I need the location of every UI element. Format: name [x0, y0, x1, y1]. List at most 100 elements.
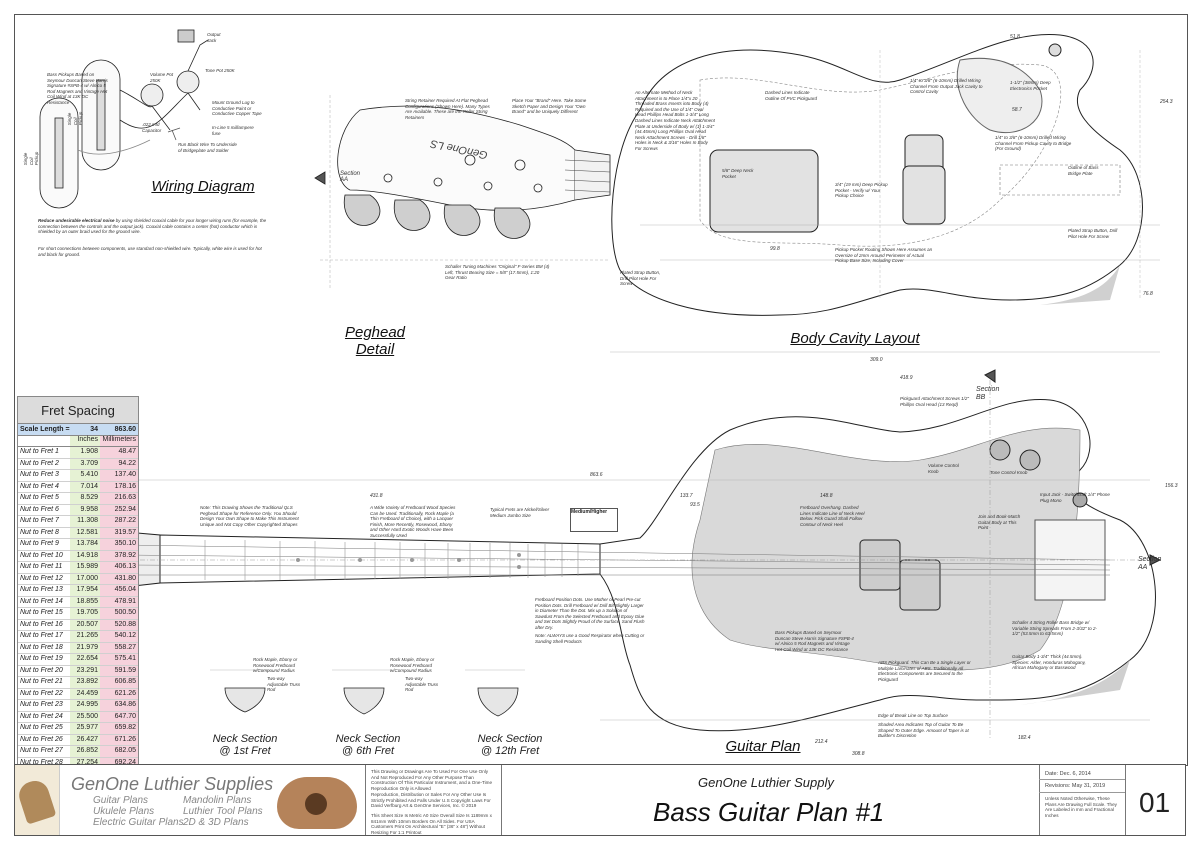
volume-pot-icon — [140, 83, 164, 107]
plan-pickguard-screws-note: Pickguard Attachment Screws 1/2" Phillip… — [900, 396, 969, 407]
neck-section-1st-line1: Neck Section — [212, 733, 278, 745]
dim-309: 309.0 — [870, 357, 883, 363]
plans-left-1: Guitar Plans — [93, 795, 149, 806]
logo-photo — [15, 765, 60, 835]
page-number: 01 — [1139, 787, 1171, 818]
fret-row-mm: 558.27 — [100, 642, 138, 653]
fret-row-inches: 9.958 — [70, 504, 100, 515]
plan-body-wood-note: Guitar Body 1-3/4" Thick (44.5mm). Speci… — [1012, 654, 1086, 670]
plan-maple2-note: Rock Maple, Ebony or Rosewood Fretboard … — [390, 657, 435, 673]
fret-row-mm: 621.26 — [100, 688, 138, 699]
fret-row-mm: 591.59 — [100, 665, 138, 676]
dim-308: 308.8 — [852, 751, 865, 757]
plan-schaller-note: Schaller 4 String Roller Bass Bridge w/ … — [1012, 620, 1097, 636]
fret-table-title: Fret Spacing — [18, 397, 138, 424]
fret-row-label: Nut to Fret 5 — [18, 493, 70, 504]
fret-row-mm: 647.70 — [100, 711, 138, 722]
plans-right-3: 2D & 3D Plans — [183, 817, 249, 828]
meta-rule-1 — [1039, 779, 1125, 780]
fret-row-inches: 17.000 — [70, 573, 100, 584]
plan-abs-note: ABS Pickguard. This Can Be a Single Laye… — [878, 660, 971, 682]
legal-3: This Sheet Size Is Metric A0 Size Overal… — [371, 813, 492, 835]
fret-row-mm: 540.12 — [100, 631, 138, 642]
peghead-title-line1: Peghead — [344, 324, 406, 341]
fret-row-inches: 23.291 — [70, 665, 100, 676]
legal-2: Reproduction, Distribution or Sales For … — [371, 792, 491, 809]
plan-revised: Revisions: May 31, 2019 — [1045, 783, 1106, 789]
wiring-short-note: For short connections between components… — [38, 246, 262, 257]
plan-section-bb-word: Section — [976, 386, 1000, 393]
wiring-noise-title: Reduce undesirable electrical noise — [38, 218, 115, 223]
tone-pot-icon — [176, 70, 200, 94]
plan-tone-note: Tone Control Knob — [990, 470, 1028, 475]
fret-row-label: Nut to Fret 23 — [18, 700, 70, 711]
plan-maple1-note: Rock Maple, Ebony or Rosewood Fretboard … — [253, 657, 298, 673]
wiring-noise-text: by using shielded coaxial cable for your… — [38, 218, 267, 234]
fret-row-inches: 22.654 — [70, 654, 100, 665]
fret-row-inches: 25.977 — [70, 723, 100, 734]
fret-row-inches: 11.308 — [70, 516, 100, 527]
fret-row-mm: 319.57 — [100, 527, 138, 538]
dim-182: 182.4 — [1018, 735, 1031, 741]
fret-row-label: Nut to Fret 13 — [18, 585, 70, 596]
fret-row-label: Nut to Fret 19 — [18, 654, 70, 665]
section-bb-arrow-icon — [984, 369, 996, 383]
fret-row-mm: 500.50 — [100, 608, 138, 619]
fret-row-inches: 24.459 — [70, 688, 100, 699]
neck-section-6th: Neck Section @ 6th Fret — [318, 733, 418, 757]
fret-row-mm: 682.05 — [100, 746, 138, 757]
body-strap2-note: Plated Strap Button, Drill Pilot Hole Fo… — [620, 270, 661, 286]
fret-scale-mm: 863.60 — [100, 424, 138, 435]
title-divider-2 — [501, 765, 502, 835]
fret-row-inches: 13.784 — [70, 539, 100, 550]
fret-row-inches: 20.507 — [70, 619, 100, 630]
neck-section-12th-line2: @ 12th Fret — [480, 745, 540, 757]
fret-row-inches: 21.265 — [70, 631, 100, 642]
body-routing-note: Pickup Pocket Routing Shown Here Assumes… — [835, 247, 933, 263]
fret-row-inches: 24.995 — [70, 700, 100, 711]
plan-date: Date: Dec. 6, 2014 — [1045, 771, 1091, 777]
fret-spacing-table: Fret Spacing Scale Length = 34 863.60 In… — [17, 396, 139, 782]
plan-fret-size-label: Medium/Higher — [571, 509, 608, 515]
output-jack-icon — [177, 29, 195, 43]
body-drilled-note: 1/4" to 3/8" (6-10mm) Drilled Wiring Cha… — [910, 78, 983, 94]
dim-133: 133.7 — [680, 493, 693, 499]
wiring-volume-note: Volume Pot 250K — [150, 72, 174, 83]
tone-knob-icon — [1019, 449, 1041, 471]
peghead-drawing — [314, 95, 611, 290]
volume-knob-icon — [989, 439, 1011, 461]
peghead-section-label: Section AA — [340, 171, 368, 183]
wiring-pickup-note: Bass Pickups Based on Seymour Duncan Ste… — [47, 72, 108, 105]
neck-section-12th-line1: Neck Section — [477, 733, 543, 745]
plan-truss1-note: Two-way Adjustable Truss Rod — [267, 676, 301, 692]
fret-row-mm: 48.47 — [100, 447, 138, 458]
supply-name: GenOne Luthier Supply — [698, 775, 834, 790]
neck-section-1st-line2: @ 1st Fret — [219, 745, 271, 757]
wiring-single-coil-label-2: Single Coil Pickup — [66, 111, 83, 126]
wiring-output-note: Output Jack — [207, 32, 221, 43]
body-pickup-pocket-note: 3/4" (19 mm) Deep Pickup Pocket - Verify… — [835, 182, 888, 198]
peghead-brand-note: Place Your "Brand" Here. Take Some Sketc… — [512, 98, 587, 114]
fret-row-inches: 17.954 — [70, 585, 100, 596]
fret-row-inches: 12.581 — [70, 527, 100, 538]
section-arrow-icon — [314, 171, 326, 185]
body-drilled2-note: 1/4" to 3/8" (6-10mm) Drilled Wiring Cha… — [995, 135, 1072, 151]
fret-row-label: Nut to Fret 24 — [18, 711, 70, 722]
jack-icon — [1072, 492, 1088, 508]
body-cavity-drawing — [610, 33, 1160, 353]
wiring-diagram-title: Wiring Diagram — [151, 178, 255, 195]
meta-rule-2 — [1039, 792, 1125, 793]
body-neck-plate-note: Dashed Lines Indicate Neck Attachment Pl… — [635, 118, 715, 151]
